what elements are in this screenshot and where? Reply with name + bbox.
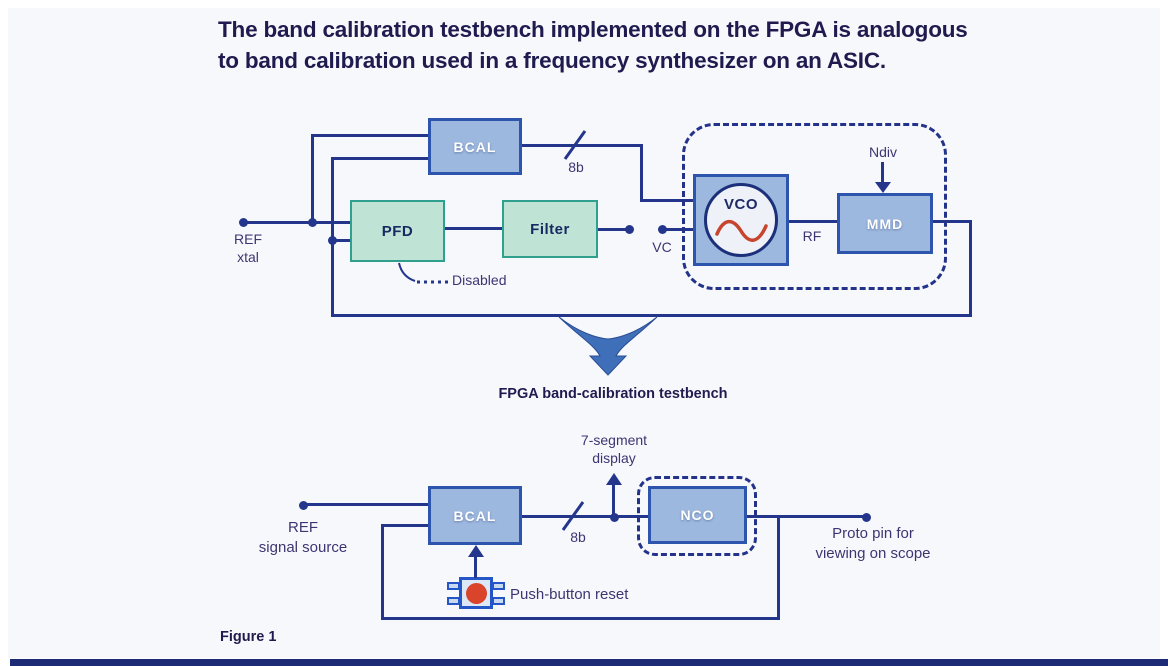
- display-arrowhead-icon: [606, 473, 622, 485]
- seven-segment-display-label: 7-segment display: [564, 431, 664, 467]
- mmd-output-wire: [933, 220, 972, 223]
- ref-label-line2: xtal: [237, 249, 259, 265]
- feedback2-to-bcal-wire: [381, 524, 428, 527]
- bus-width-label-asic: 8b: [568, 159, 584, 175]
- filter-block: Filter: [502, 200, 598, 258]
- ndiv-arrowhead-icon: [875, 182, 891, 193]
- vco-label: VCO: [723, 196, 758, 213]
- mmd-block: MMD: [837, 193, 933, 254]
- bcal-to-vco-wire-vertical: [640, 144, 643, 202]
- synthesizer-dashed-boundary: [682, 123, 947, 290]
- ref2-label-line2: signal source: [258, 539, 348, 556]
- nco-block-label: NCO: [680, 507, 715, 523]
- pfd-to-filter-wire: [445, 227, 502, 230]
- ref-signal-source-label: REF signal source: [238, 518, 368, 558]
- proto-label-line1: Proto pin for: [832, 525, 914, 542]
- ref-xtal-label: REF xtal: [225, 230, 271, 266]
- feedback-wire-bottom: [331, 314, 972, 317]
- proto-pin-node: [862, 513, 871, 522]
- pushbutton-arrow-line: [474, 556, 477, 578]
- ref-wire: [243, 221, 350, 224]
- vc-label: VC: [652, 239, 672, 255]
- pushbutton-arrowhead-icon: [468, 545, 484, 557]
- bottom-bar: [10, 659, 1168, 666]
- pushbutton-icon: [459, 577, 493, 609]
- page-title: The band calibration testbench implement…: [218, 14, 998, 76]
- fpga-testbench-caption: FPGA band-calibration testbench: [498, 386, 728, 402]
- disabled-connector: [398, 262, 449, 284]
- ref2-wire: [303, 503, 428, 506]
- ref2-label-line1: REF: [288, 519, 318, 536]
- ref-label-line1: REF: [234, 231, 262, 247]
- bcal2-output-bus-wire: [522, 515, 648, 518]
- pushbutton-red-cap-icon: [466, 583, 487, 604]
- feedback2-wire-bottom: [381, 617, 780, 620]
- big-down-arrow-icon: [558, 316, 658, 376]
- rf-label: RF: [802, 228, 822, 244]
- bus-width-label-fpga: 8b: [570, 529, 586, 545]
- disabled-label: Disabled: [452, 272, 507, 288]
- nco-block: NCO: [648, 486, 747, 544]
- bcal-block-asic: BCAL: [428, 118, 522, 175]
- title-line-1: The band calibration testbench implement…: [218, 17, 968, 42]
- vco-block: VCO: [693, 174, 789, 266]
- bcal-block-fpga: BCAL: [428, 486, 522, 545]
- filter-output-node: [625, 225, 634, 234]
- proto-label-line2: viewing on scope: [815, 545, 931, 562]
- vc-wire: [662, 228, 693, 231]
- ndiv-arrow-line: [881, 162, 884, 184]
- pushbutton-pin-icon: [492, 597, 505, 605]
- vco-circle: VCO: [704, 183, 778, 257]
- bus-width-slash-asic: [563, 130, 587, 160]
- nco-output-wire: [747, 515, 866, 518]
- display-label-line2: display: [592, 450, 636, 466]
- display-label-line1: 7-segment: [580, 432, 648, 448]
- display-arrow-line: [612, 485, 615, 517]
- filter-block-label: Filter: [530, 220, 570, 238]
- mmd-block-label: MMD: [866, 215, 904, 232]
- pfd-block-label: PFD: [381, 222, 414, 240]
- pfd-block: PFD: [350, 200, 445, 262]
- bcal-block-asic-label: BCAL: [453, 138, 497, 155]
- ndiv-label: Ndiv: [868, 144, 897, 160]
- bcal-block-fpga-label: BCAL: [453, 507, 497, 524]
- filter-output-wire: [598, 228, 629, 231]
- feedback2-wire-vertical-left: [381, 524, 384, 620]
- feedback-to-bcal-wire: [331, 157, 428, 160]
- pushbutton-pin-icon: [492, 582, 505, 590]
- bus-width-slash-fpga: [561, 501, 585, 531]
- proto-pin-label: Proto pin for viewing on scope: [800, 524, 946, 564]
- display-junction-node: [610, 513, 619, 522]
- pushbutton-reset-label: Push-button reset: [510, 586, 629, 603]
- vco-to-mmd-wire: [789, 220, 837, 223]
- feedback-to-pfd-wire: [331, 239, 350, 242]
- bcal-output-bus-wire: [522, 144, 642, 147]
- feedback2-wire-vertical-right: [777, 515, 780, 620]
- figure-caption: Figure 1: [220, 629, 277, 645]
- feedback-wire-vertical-right: [969, 220, 972, 317]
- ref-to-bcal-wire-vertical: [311, 134, 314, 223]
- bcal-to-vco-wire-horizontal: [640, 199, 693, 202]
- title-line-2: to band calibration used in a frequency …: [218, 48, 886, 73]
- ref-to-bcal-wire-horizontal: [311, 134, 428, 137]
- sine-wave-icon: [715, 219, 768, 242]
